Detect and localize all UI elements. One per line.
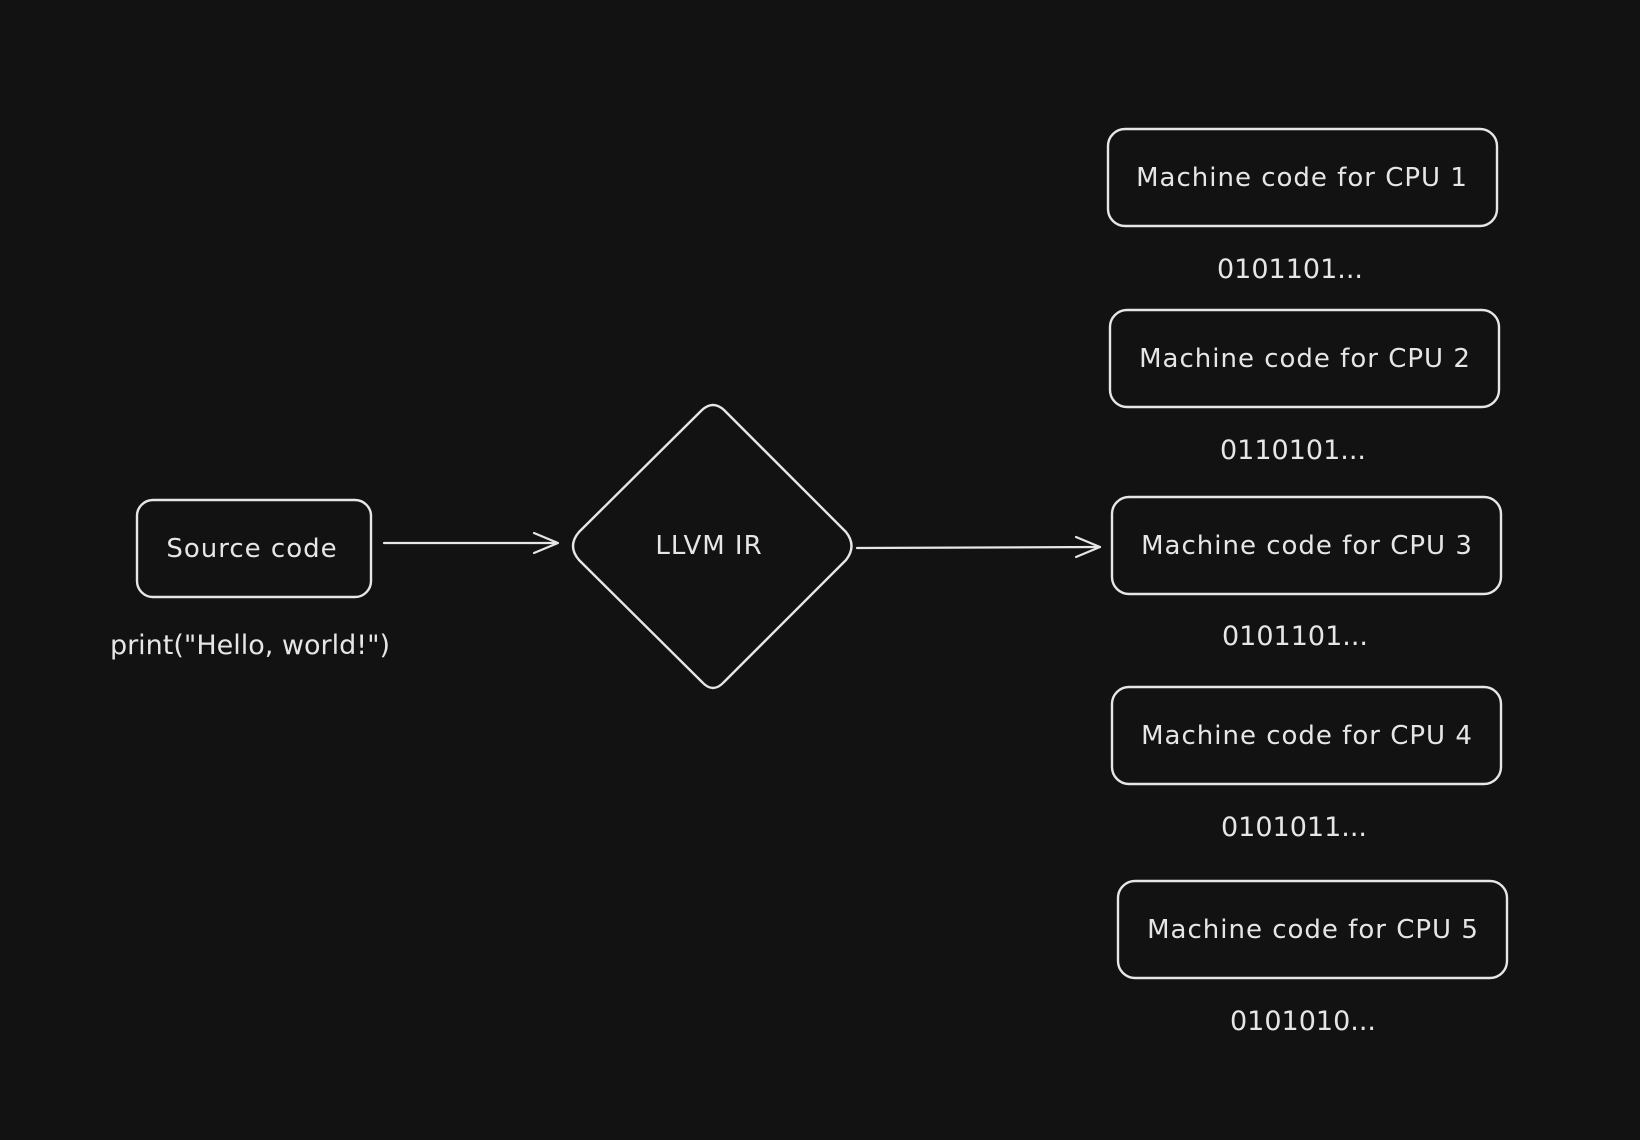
machine-code-cpu1-label: Machine code for CPU 1 — [1136, 163, 1468, 193]
machine-code-cpu1-node[interactable]: Machine code for CPU 1 — [1106, 127, 1499, 228]
llvm-ir-node[interactable]: LLVM IR — [571, 403, 853, 690]
machine-code-cpu2-label: Machine code for CPU 2 — [1139, 344, 1471, 374]
machine-code-cpu2-caption: 0110101... — [1220, 435, 1366, 466]
source-code-caption: print("Hello, world!") — [110, 630, 390, 661]
machine-code-cpu4-node[interactable]: Machine code for CPU 4 — [1110, 685, 1503, 786]
llvm-ir-label: LLVM IR — [655, 531, 762, 561]
machine-code-cpu1-caption: 0101101... — [1217, 254, 1363, 285]
arrow-source-to-ir — [382, 531, 560, 555]
machine-code-cpu4-caption: 0101011... — [1221, 812, 1367, 843]
source-code-box — [135, 498, 373, 599]
llvm-ir-diamond — [571, 403, 853, 690]
machine-code-cpu4-label: Machine code for CPU 4 — [1141, 721, 1473, 751]
source-code-node[interactable]: Source code — [135, 498, 373, 599]
machine-code-cpu5-box — [1116, 879, 1509, 980]
machine-code-cpu5-label: Machine code for CPU 5 — [1147, 915, 1479, 945]
machine-code-cpu1-box — [1106, 127, 1499, 228]
machine-code-cpu3-caption: 0101101... — [1222, 621, 1368, 652]
machine-code-cpu2-node[interactable]: Machine code for CPU 2 — [1108, 308, 1501, 409]
machine-code-cpu3-box — [1110, 495, 1503, 596]
arrow-ir-to-cpu3 — [855, 535, 1102, 559]
machine-code-cpu2-box — [1108, 308, 1501, 409]
machine-code-cpu5-caption: 0101010... — [1230, 1006, 1376, 1037]
machine-code-cpu3-node[interactable]: Machine code for CPU 3 — [1110, 495, 1503, 596]
source-code-label: Source code — [166, 534, 337, 564]
machine-code-cpu4-box — [1110, 685, 1503, 786]
machine-code-cpu3-label: Machine code for CPU 3 — [1141, 531, 1473, 561]
machine-code-cpu5-node[interactable]: Machine code for CPU 5 — [1116, 879, 1509, 980]
